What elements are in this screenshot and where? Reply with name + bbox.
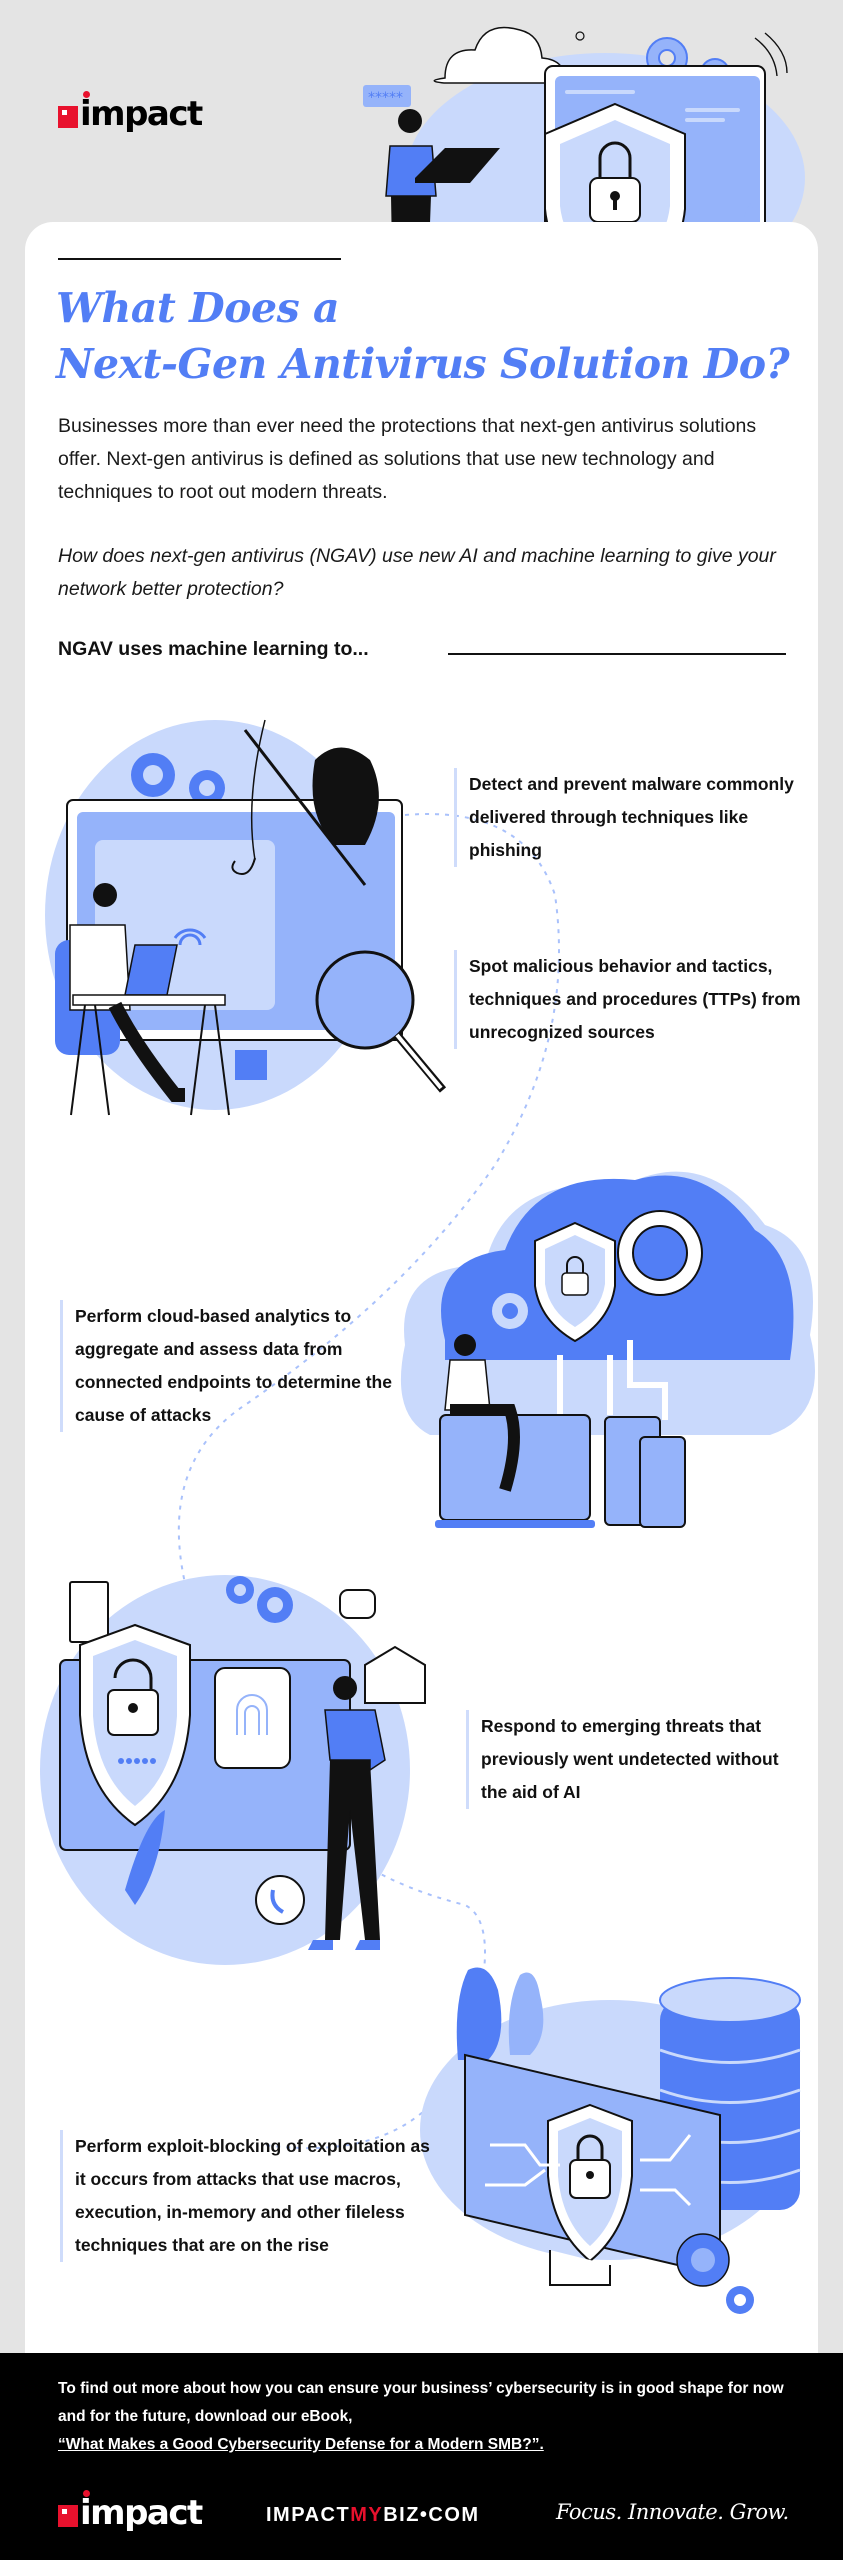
point-spot-ttps: Spot malicious behavior and tactics, tec… xyxy=(454,950,814,1049)
padlock-icon xyxy=(576,2134,604,2160)
website-link[interactable]: IMPACTMYBIZ•COM xyxy=(266,2504,480,2526)
envelope-icon xyxy=(364,1645,426,1704)
magnifying-glass-icon xyxy=(315,950,415,1050)
gear-icon xyxy=(131,753,225,806)
lead-rule xyxy=(448,653,786,655)
phishing-hacker-illustration xyxy=(45,719,447,1116)
point-respond-threats: Respond to emerging threats that previou… xyxy=(466,1710,796,1809)
cta-text: To find out more about how you can ensur… xyxy=(58,2380,784,2453)
point-detect-malware: Detect and prevent malware commonly deli… xyxy=(454,768,794,867)
circuit-lines xyxy=(485,2134,692,2207)
svg-text:*****: ***** xyxy=(368,90,403,106)
logo-mark-icon xyxy=(58,2505,78,2527)
ngav-lead-heading: NGAV uses machine learning to... xyxy=(58,638,369,660)
hacker-figure xyxy=(312,747,379,845)
logo-wordmark: impact xyxy=(80,2493,203,2533)
impact-logo[interactable]: impact xyxy=(58,91,203,131)
document-icon xyxy=(69,1581,109,1643)
database-shield-illustration xyxy=(420,1967,801,2314)
dotted-connector xyxy=(177,813,560,2149)
ebook-link[interactable]: “What Makes a Good Cybersecurity Defense… xyxy=(58,2436,544,2453)
chat-bubble-icon xyxy=(339,1589,376,1619)
phone-call-icon xyxy=(255,1875,305,1925)
fishhook-icon xyxy=(231,857,256,875)
padlock-icon xyxy=(598,141,632,180)
padlock-icon xyxy=(561,1272,589,1296)
point-cloud-analytics: Perform cloud-based analytics to aggrega… xyxy=(60,1300,400,1432)
tagline: Focus. Innovate. Grow. xyxy=(556,2500,789,2524)
point-exploit-blocking: Perform exploit-blocking of exploitation… xyxy=(60,2130,430,2262)
wifi-icon xyxy=(173,928,207,946)
footer: To find out more about how you can ensur… xyxy=(0,2353,843,2560)
page-title: What Does a Next-Gen Antivirus Solution … xyxy=(56,284,790,388)
title-rule xyxy=(58,258,341,260)
phone-icon xyxy=(639,1436,686,1528)
cloud-analytics-illustration xyxy=(400,1171,815,1528)
logo-mark-icon xyxy=(58,106,78,128)
password-bubble xyxy=(363,85,411,107)
cloud-icon xyxy=(441,1175,794,1360)
fingerprint-icon xyxy=(214,1667,291,1769)
cloud-icon xyxy=(433,26,566,84)
intro-paragraph: Businesses more than ever need the prote… xyxy=(58,415,757,503)
open-padlock-icon xyxy=(113,1658,153,1690)
logo-wordmark: impact xyxy=(80,94,203,134)
gear-icon xyxy=(226,1576,293,1623)
fingerprint-shield-illustration xyxy=(40,1575,426,1965)
footer-impact-logo[interactable]: impact xyxy=(58,2490,203,2530)
intro-question: How does next-gen antivirus (NGAV) use n… xyxy=(58,545,776,600)
